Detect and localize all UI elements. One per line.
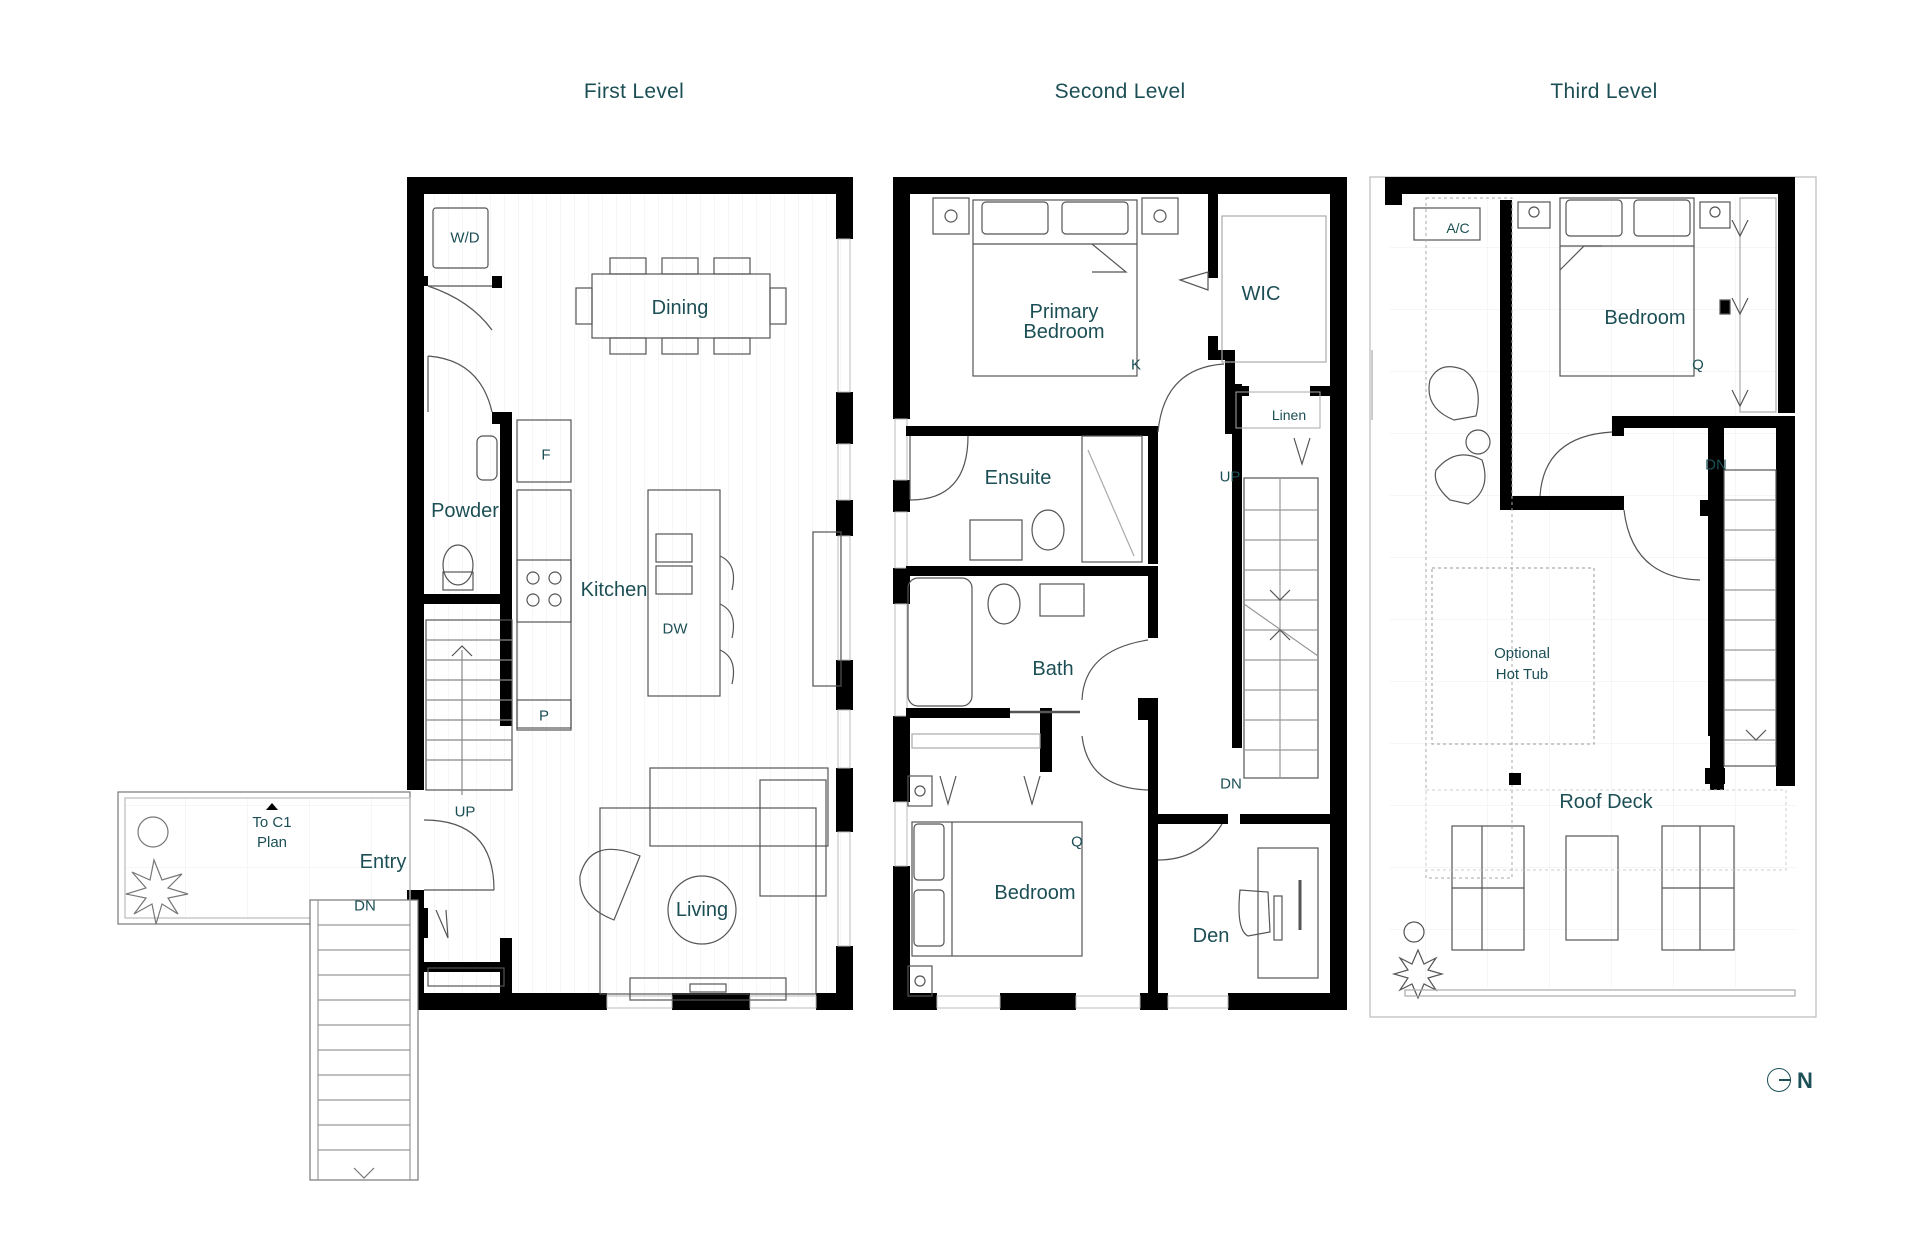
ensuite-label: Ensuite [984, 467, 1052, 489]
queen-bed-label-third: Q [1692, 356, 1704, 374]
roof-deck-label: Roof Deck [1559, 791, 1653, 813]
dining-label: Dining [651, 297, 709, 319]
first-level-plan [117, 177, 853, 1181]
primary-line1: Primary [1029, 301, 1099, 323]
pantry-label: P [538, 707, 550, 725]
third-level-plan [1369, 176, 1817, 1018]
washer-dryer-label: W/D [450, 229, 480, 247]
north-arrow: N [1767, 1066, 1819, 1096]
third-level-title: Third Level [1550, 80, 1658, 103]
entry-label: Entry [359, 851, 407, 873]
bedroom-label-second: Bedroom [994, 882, 1076, 904]
second-level-plan [893, 177, 1347, 1010]
to-c1-line2: Plan [256, 834, 288, 851]
living-label: Living [675, 899, 729, 921]
first-stair-dn-label: DN [354, 897, 376, 915]
primary-line2: Bedroom [1023, 321, 1105, 343]
linen-label: Linen [1271, 407, 1307, 423]
hot-tub-line2: Hot Tub [1495, 666, 1549, 683]
second-stair-dn-label: DN [1220, 775, 1242, 793]
second-stair-up-label: UP [1219, 468, 1241, 486]
ac-label: A/C [1446, 220, 1470, 236]
bath-label: Bath [1032, 658, 1074, 680]
to-c1-line1: To C1 [252, 814, 292, 831]
third-stair-dn-label: DN [1705, 456, 1727, 474]
to-c1-plan-label: To C1 Plan [252, 813, 291, 853]
wic-label: WIC [1241, 283, 1281, 305]
first-level-title: First Level [583, 80, 685, 103]
queen-bed-label-second: Q [1071, 833, 1083, 851]
north-circle-icon [1767, 1068, 1791, 1092]
kitchen-label: Kitchen [580, 579, 648, 601]
primary-bedroom-label: Primary Bedroom [1023, 302, 1104, 342]
hot-tub-label: Optional Hot Tub [1494, 643, 1550, 685]
king-bed-label: K [1130, 356, 1142, 374]
dishwasher-label: DW [662, 620, 688, 638]
second-level-title: Second Level [1054, 80, 1186, 103]
first-stair-up-label: UP [454, 803, 476, 821]
hot-tub-line1: Optional [1494, 645, 1550, 662]
bedroom-label-third: Bedroom [1604, 307, 1686, 329]
north-label: N [1797, 1068, 1813, 1093]
den-label: Den [1192, 925, 1230, 947]
fridge-label: F [541, 446, 551, 464]
powder-label: Powder [431, 500, 499, 522]
